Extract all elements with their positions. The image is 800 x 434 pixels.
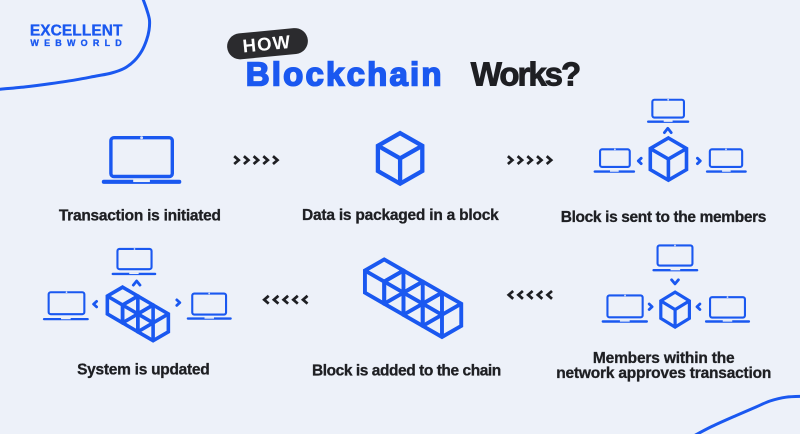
svg-text:EXCELLENT: EXCELLENT [30, 23, 123, 40]
svg-text:Members within the: Members within the [593, 350, 735, 367]
svg-text:Works?: Works? [471, 55, 580, 92]
svg-text:Block is sent to the members: Block is sent to the members [561, 209, 766, 226]
svg-text:Block is added to the chain: Block is added to the chain [312, 362, 501, 379]
svg-text:System is updated: System is updated [77, 361, 209, 378]
svg-text:Blockchain: Blockchain [246, 55, 444, 92]
svg-text:Transaction is initiated: Transaction is initiated [59, 208, 221, 225]
svg-text:HOW: HOW [242, 31, 293, 57]
svg-text:Data is packaged in a block: Data is packaged in a block [302, 207, 499, 224]
svg-text:WEBWORLD: WEBWORLD [30, 38, 127, 48]
svg-text:network approves transaction: network approves transaction [556, 365, 771, 382]
